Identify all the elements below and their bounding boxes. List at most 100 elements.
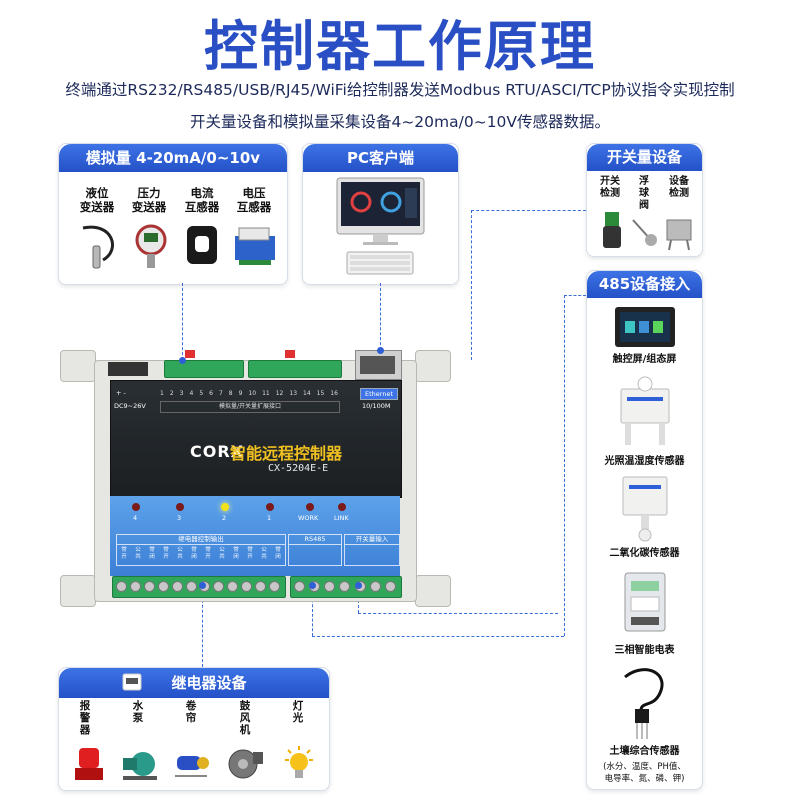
port-number: 15 [316, 390, 325, 397]
rs485-panel: 485设备接入 触控屏/组态屏 光照温湿度传感器 二氧化碳传感器 三相智能电表 [586, 270, 703, 790]
relay-terminal-label: 常闭 [275, 547, 281, 560]
subtitle-line-2: 开关量设备和模拟量采集设备4~20ma/0~10V传感器数据。 [189, 113, 611, 131]
port-number: 12 [275, 390, 284, 397]
relay-terminal-screw[interactable] [213, 581, 225, 592]
led-label: WORK [298, 514, 319, 522]
relay-terminal-screw[interactable] [157, 581, 169, 592]
relay-terminal-screw[interactable] [255, 581, 267, 592]
electric-meter-icon [624, 572, 666, 632]
rs485-header: 485设备接入 [587, 271, 702, 298]
connector-rs485-v [312, 585, 313, 636]
port-number: 13 [289, 390, 298, 397]
port-number: 11 [262, 390, 270, 397]
relay-terminal-screw[interactable] [241, 581, 253, 592]
rs485-port-box: RS485 [288, 534, 342, 566]
analog-item-label: 压力 变送器 [131, 186, 167, 214]
port-number: 10 [248, 390, 257, 397]
led-label: 2 [222, 514, 227, 522]
switch-input-box: 开关量输入 [344, 534, 400, 566]
relay-header: 继电器设备 [59, 668, 329, 698]
connection-dot-pc [377, 347, 384, 354]
relay-terminal-screw[interactable] [143, 581, 155, 592]
relay-terminal-label: 公共 [261, 547, 267, 560]
led-1 [266, 503, 274, 511]
relay-terminal-screw[interactable] [129, 581, 141, 592]
relay-terminal-screw[interactable] [185, 581, 197, 592]
rs485-item-label: 二氧化碳传感器 [609, 548, 680, 559]
rs485-item-label: 土壤综合传感器 [609, 746, 680, 757]
connector-switch-in-h [358, 613, 558, 614]
level-transmitter-icon [82, 225, 114, 269]
soil-note-line-2: 电导率、氮、磷、钾) [604, 774, 685, 784]
relay-terminal-screw[interactable] [171, 581, 183, 592]
soil-note-line-1: (水分、温度、PH值、 [603, 762, 686, 772]
page-title: 控制器工作原理 [204, 15, 596, 78]
relay-terminal-label: 公共 [219, 547, 225, 560]
current-transformer-icon [187, 226, 217, 264]
connection-dot-analog [179, 357, 186, 364]
led-label: 3 [177, 514, 182, 522]
relay-terminal-screw[interactable] [227, 581, 239, 592]
relay-item-label: 水 泵 [132, 700, 144, 724]
switch-item-label: 开关 检测 [600, 176, 620, 199]
controller-face [110, 380, 402, 498]
relay-terminal-screw[interactable] [116, 581, 127, 592]
relay-terminal-screw[interactable] [268, 581, 280, 592]
relay-terminal-label: 公共 [135, 547, 141, 560]
io-terminal-screw[interactable] [369, 581, 381, 592]
led-work [306, 503, 314, 511]
subtitle-line-1: 终端通过RS232/RS485/USB/RJ45/WiFi给控制器发送Modbu… [65, 81, 735, 99]
port-number: 16 [330, 390, 338, 397]
relay-terminal-label: 公共 [177, 547, 183, 560]
relay-terminal-labels: 常开公共常闭常开公共常闭常开公共常闭常开公共常闭 [117, 545, 285, 561]
soil-sensor-icon [624, 668, 664, 739]
led-2 [221, 503, 229, 511]
alarm-icon [75, 748, 103, 780]
ethernet-port-opening [360, 356, 395, 374]
controller-blue-panel [110, 496, 400, 576]
pc-client-panel: PC客户端 [302, 143, 459, 285]
relay-header-text: 继电器设备 [171, 674, 247, 692]
mount-ear-left-bottom [60, 575, 96, 607]
rs485-item-label: 光照温湿度传感器 [604, 456, 685, 467]
io-terminal-screw[interactable] [339, 581, 351, 592]
port-number: 1 [160, 390, 164, 397]
connection-dot-relay [199, 582, 206, 589]
port-number: 8 [228, 390, 233, 397]
rs485-port-label: RS485 [289, 535, 341, 545]
connector-analog [182, 283, 183, 360]
port-number: 2 [169, 390, 174, 397]
relay-terminal-label: 常开 [163, 547, 169, 560]
device-model: CX-5204E-E [268, 463, 329, 474]
relay-terminal-label: 常开 [247, 547, 253, 560]
top-terminal-block-1 [164, 360, 244, 378]
blower-icon [228, 749, 263, 779]
io-terminal-screw[interactable] [384, 581, 396, 592]
device-name: 智能远程控制器 [230, 444, 343, 463]
relay-item-label: 卷 帘 [185, 700, 197, 724]
relay-terminal-label: 常开 [121, 547, 127, 560]
relay-output-label: 继电器控制输出 [117, 535, 285, 545]
voltage-transformer-icon [235, 227, 275, 265]
port-number: 7 [218, 390, 223, 397]
relay-terminal-label: 常开 [205, 547, 211, 560]
io-terminal-screw[interactable] [324, 581, 336, 592]
mount-ear-right-bottom [415, 575, 451, 607]
power-terminal [108, 362, 148, 376]
rs485-item-label: 触控屏/组态屏 [612, 354, 677, 365]
relay-output-box: 继电器控制输出 常开公共常闭常开公共常闭常开公共常闭常开公共常闭 [116, 534, 286, 566]
connector-pc [380, 283, 381, 350]
mount-ear-right-top [415, 350, 451, 382]
red-tab-left [185, 350, 195, 358]
light-bulb-icon [285, 746, 313, 778]
io-terminal-screw[interactable] [294, 581, 305, 592]
water-pump-icon [123, 752, 157, 780]
relay-terminal-label: 常闭 [149, 547, 155, 560]
connection-dot-rs485 [309, 582, 316, 589]
pc-header: PC客户端 [303, 144, 458, 172]
led-label: 1 [267, 514, 272, 522]
float-valve-icon [632, 219, 657, 246]
port-label-box: 模拟量/开关量扩展接口 [160, 401, 340, 413]
port-number: 14 [303, 390, 311, 397]
